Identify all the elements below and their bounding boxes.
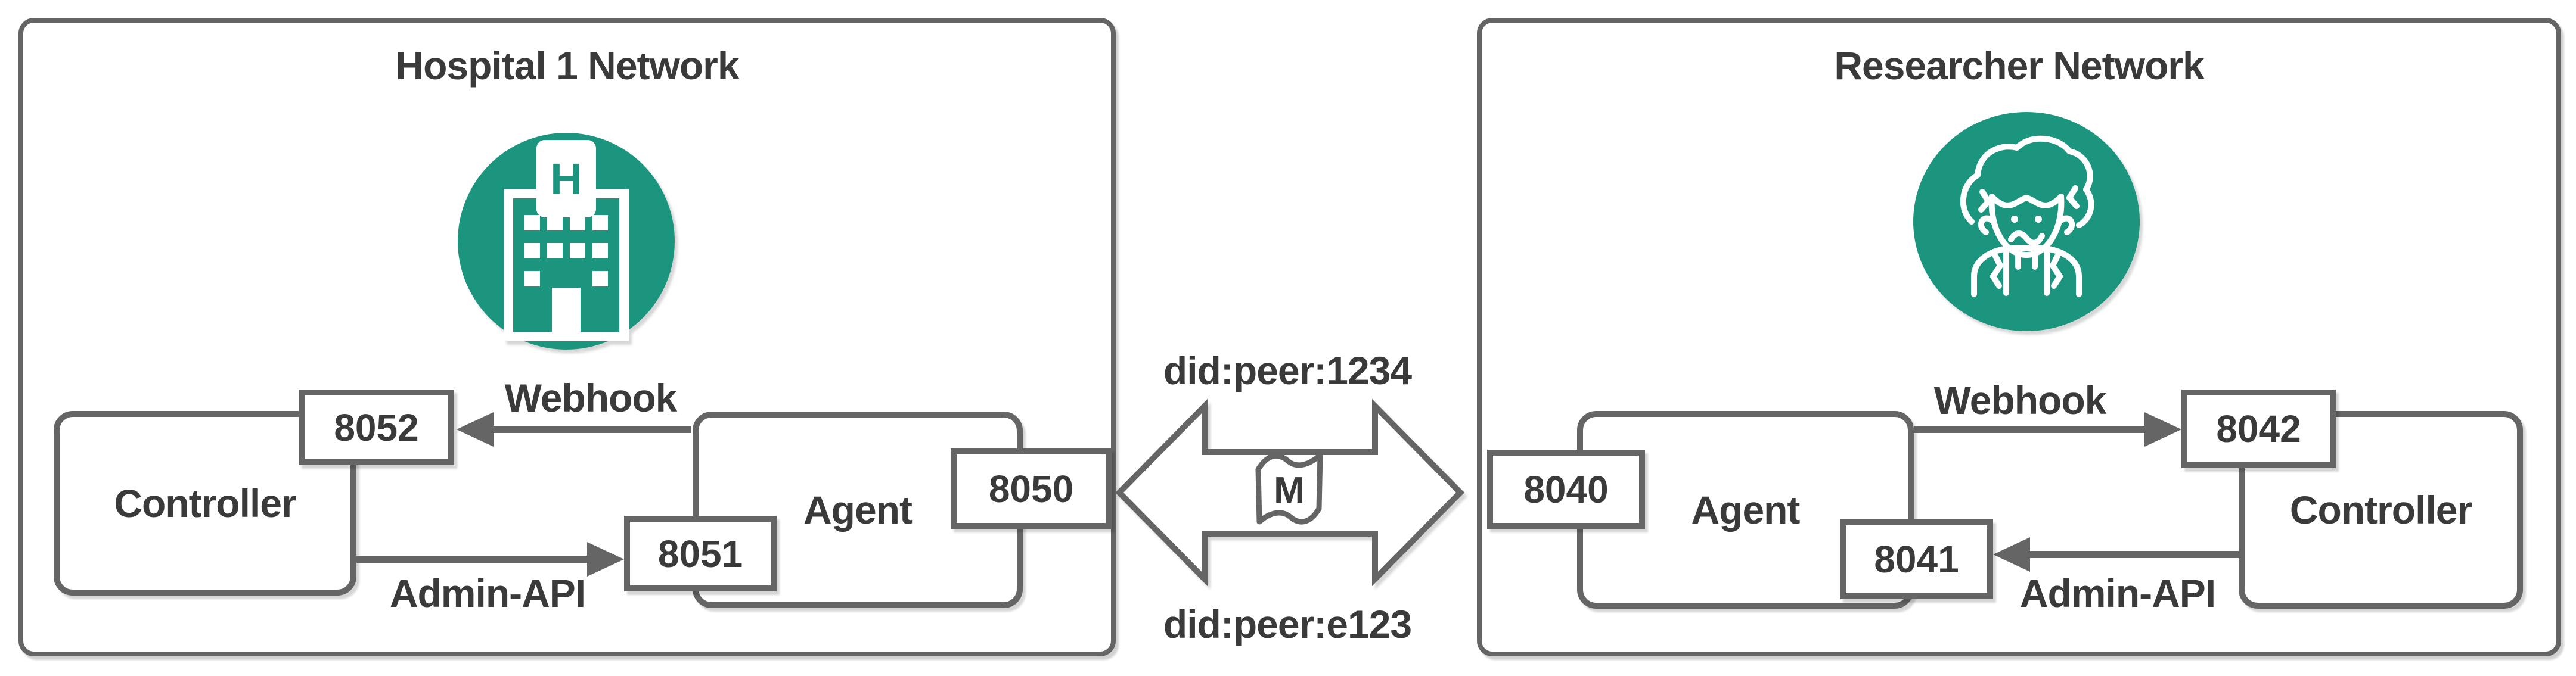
researcher-admin-api-label: Admin-API [2019,571,2216,615]
hospital-network-title: Hospital 1 Network [395,43,739,88]
message-flag-icon: M [1255,452,1323,525]
hospital-controller-box: Controller [54,411,356,596]
hospital-webhook-arrow [457,412,691,447]
researcher-admin-api-arrow [1993,537,2239,572]
hospital-admin-api-port: 8051 [624,516,777,591]
researcher-controller-label: Controller [2289,488,2472,532]
researcher-webhook-port: 8042 [2181,390,2336,468]
arrowhead-left-icon [457,412,494,447]
researcher-network-title: Researcher Network [1834,43,2204,88]
researcher-webhook-label: Webhook [1933,378,2107,422]
researcher-agent-endpoint-port: 8040 [1487,450,1645,529]
hospital-webhook-port: 8052 [299,390,454,465]
hospital-controller-label: Controller [114,481,296,525]
arrowhead-right-icon [2144,412,2181,447]
did-peer-bottom-label: did:peer:e123 [1163,602,1412,646]
message-m-glyph: M [1274,470,1305,511]
hospital-admin-api-label: Admin-API [389,571,586,615]
researcher-webhook-arrow [1914,412,2181,447]
arrowhead-left-icon [1993,537,2030,572]
hospital-agent-label: Agent [803,488,913,532]
arrowhead-right-icon [587,542,624,577]
researcher-agent-label: Agent [1691,488,1801,532]
researcher-icon [1913,112,2140,331]
hospital-admin-api-arrow [356,542,624,577]
hospital-webhook-label: Webhook [504,376,678,420]
hospital-h-glyph: H [550,154,582,204]
hospital-icon: H [458,133,675,350]
did-peer-top-label: did:peer:1234 [1163,348,1412,392]
researcher-admin-api-port: 8041 [1840,519,1993,599]
hospital-agent-endpoint-port: 8050 [951,448,1112,529]
